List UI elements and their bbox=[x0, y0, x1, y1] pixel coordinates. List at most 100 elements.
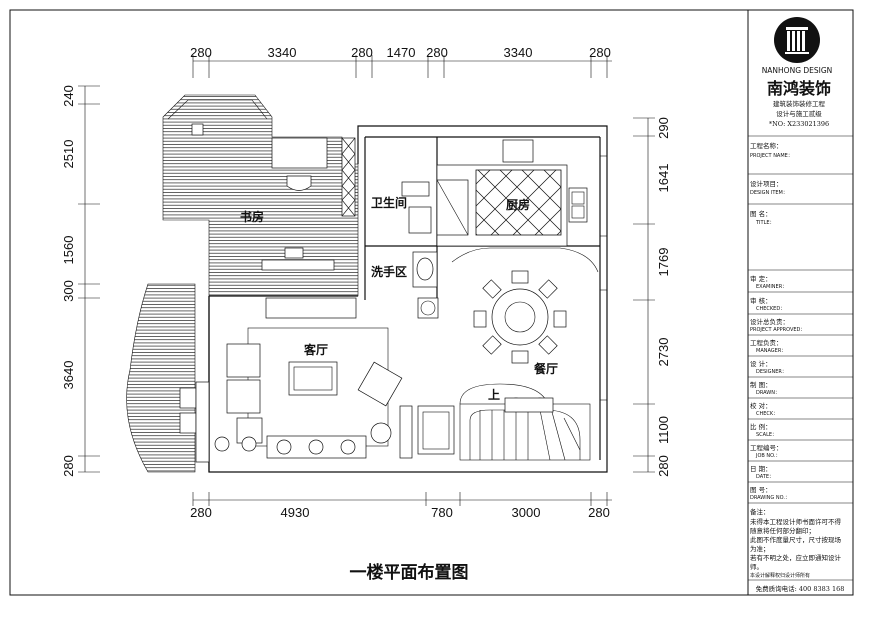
svg-text:DESIGNER：: DESIGNER： bbox=[756, 369, 787, 375]
svg-text:DRAWING NO.：: DRAWING NO.： bbox=[750, 495, 790, 501]
note-line-4: 为准； bbox=[750, 544, 770, 553]
dim-right-1: 290 bbox=[656, 117, 671, 139]
svg-text:设 计：: 设 计： bbox=[750, 359, 772, 368]
dim-left-4: 300 bbox=[61, 280, 76, 302]
svg-text:PROJECT APPROVED：: PROJECT APPROVED： bbox=[750, 327, 805, 333]
dining-table bbox=[491, 288, 549, 346]
hotline: 免费质询电话: 400 8383 168 bbox=[756, 584, 845, 593]
armchair-2 bbox=[226, 379, 261, 414]
study-desk bbox=[271, 137, 328, 169]
dim-left-5: 3640 bbox=[61, 361, 76, 390]
stove bbox=[502, 139, 534, 163]
svg-text:日 期：: 日 期： bbox=[750, 465, 772, 473]
dim-bottom-4: 3000 bbox=[512, 505, 541, 520]
note-line-1: 未得本工程设计师书面许可不得 bbox=[750, 517, 842, 526]
title-block: NANHONG DESIGN 南鸿装饰 建筑装饰装修工程 设计与施工贰级 *NO… bbox=[748, 17, 853, 593]
tb-field-scale: 比 例： SCALE： bbox=[750, 422, 777, 438]
logo-text: NANHONG DESIGN bbox=[762, 66, 833, 75]
dim-top-4: 1470 bbox=[387, 45, 416, 60]
company-line-2: 设计与施工贰级 bbox=[776, 109, 822, 118]
svg-text:EXAMINER：: EXAMINER： bbox=[756, 284, 787, 290]
study-bookshelf bbox=[341, 137, 356, 217]
tb-field-title: 图 名： TITLE： bbox=[750, 209, 775, 226]
study-stool bbox=[191, 123, 204, 136]
svg-text:CHECK：: CHECK： bbox=[756, 411, 778, 417]
tb-field-manager: 工程负责： MANAGER： bbox=[750, 338, 786, 354]
dim-top-1: 280 bbox=[190, 45, 212, 60]
armchair-1 bbox=[226, 343, 261, 378]
study-chair bbox=[286, 175, 312, 191]
company-name: 南鸿装饰 bbox=[767, 79, 831, 98]
svg-text:PROJECT NAME：: PROJECT NAME： bbox=[750, 153, 793, 159]
dim-top-6: 3340 bbox=[504, 45, 533, 60]
svg-text:JOB NO.：: JOB NO.： bbox=[755, 453, 781, 459]
company-logo-icon bbox=[774, 17, 820, 63]
cabinet bbox=[417, 405, 455, 455]
dimensions-top: 280 3340 280 1470 280 3340 280 bbox=[190, 45, 612, 78]
room-label-bathroom: 卫生间 bbox=[371, 195, 407, 210]
study-daybed bbox=[261, 259, 335, 271]
dim-right-2: 1641 bbox=[656, 164, 671, 193]
kitchen-tile-floor bbox=[475, 169, 562, 236]
dim-top-2: 3340 bbox=[268, 45, 297, 60]
tb-field-check: 校 对： CHECK： bbox=[750, 401, 778, 417]
note-line-7: 本设计解释权归设计师所有 bbox=[750, 572, 810, 579]
staircase bbox=[459, 383, 591, 461]
room-label-living: 客厅 bbox=[303, 342, 328, 357]
dim-bottom-2: 4930 bbox=[281, 505, 310, 520]
company-license: *NO: X233021396 bbox=[769, 120, 829, 128]
lounge-chair bbox=[357, 361, 403, 407]
tb-field-design-item: 设计项目： DESIGN ITEM： bbox=[750, 179, 788, 196]
dim-left-6: 280 bbox=[61, 455, 76, 477]
note-line-2: 随意将任何部分翻印； bbox=[750, 526, 815, 535]
room-label-dining: 餐厅 bbox=[534, 361, 558, 376]
svg-text:比 例：: 比 例： bbox=[750, 422, 772, 431]
svg-text:设计总负责：: 设计总负责： bbox=[750, 317, 789, 326]
tb-field-drawing-no: 图 号： DRAWING NO.： bbox=[750, 486, 790, 501]
dimensions-right: 290 1641 1769 2730 1100 280 bbox=[633, 117, 671, 477]
dining-chairs bbox=[473, 270, 567, 364]
note-line-6: 师。 bbox=[750, 562, 763, 571]
dim-left-3: 1560 bbox=[61, 236, 76, 265]
dim-right-5: 1100 bbox=[656, 416, 671, 444]
tb-field-project-approved: 设计总负责： PROJECT APPROVED： bbox=[750, 317, 805, 333]
title-block-frame bbox=[747, 9, 854, 596]
tb-field-job-no: 工程编号： JOB NO.： bbox=[750, 443, 783, 459]
room-label-kitchen: 厨房 bbox=[506, 197, 530, 212]
tb-field-drawn: 制 图： DRAWN： bbox=[750, 380, 780, 396]
svg-text:审 核：: 审 核： bbox=[750, 296, 772, 305]
dim-bottom-5: 280 bbox=[588, 505, 610, 520]
tb-field-project-name: 工程名称： PROJECT NAME： bbox=[750, 141, 793, 159]
bath-basin bbox=[408, 206, 432, 234]
svg-text:工程编号：: 工程编号： bbox=[750, 443, 783, 452]
tb-field-designer: 设 计： DESIGNER： bbox=[750, 359, 787, 375]
svg-text:校 对：: 校 对： bbox=[750, 401, 772, 410]
room-label-stair: 上 bbox=[488, 387, 500, 402]
svg-text:图 名：: 图 名： bbox=[750, 209, 772, 218]
dining-arc bbox=[451, 247, 599, 273]
svg-text:SCALE：: SCALE： bbox=[756, 432, 777, 438]
company-line-1: 建筑装饰装修工程 bbox=[773, 99, 826, 108]
tb-field-date: 日 期： DATE： bbox=[750, 465, 774, 480]
dim-top-7: 280 bbox=[589, 45, 611, 60]
svg-text:审 定：: 审 定： bbox=[750, 274, 772, 283]
room-label-washroom: 洗手区 bbox=[371, 264, 407, 279]
svg-text:图 号：: 图 号： bbox=[750, 486, 772, 494]
svg-text:TITLE：: TITLE： bbox=[755, 220, 775, 226]
drawing-title: 一楼平面布置图 bbox=[350, 562, 469, 583]
dimensions-bottom: 280 4930 780 3000 280 bbox=[190, 492, 612, 520]
svg-text:CHECKED：: CHECKED： bbox=[756, 306, 785, 312]
tb-field-examiner: 审 定： EXAMINER： bbox=[750, 274, 787, 290]
dim-left-2: 2510 bbox=[61, 140, 76, 169]
dim-left-1: 240 bbox=[61, 85, 76, 107]
dim-bottom-1: 280 bbox=[190, 505, 212, 520]
svg-text:DRAWN：: DRAWN： bbox=[756, 390, 780, 396]
sink bbox=[568, 187, 588, 223]
dim-top-5: 280 bbox=[426, 45, 448, 60]
tv-cabinet bbox=[265, 297, 357, 319]
svg-text:工程名称：: 工程名称： bbox=[750, 141, 783, 150]
room-label-study: 书房 bbox=[240, 209, 264, 224]
toilet bbox=[401, 181, 430, 197]
dim-right-6: 280 bbox=[656, 455, 671, 477]
